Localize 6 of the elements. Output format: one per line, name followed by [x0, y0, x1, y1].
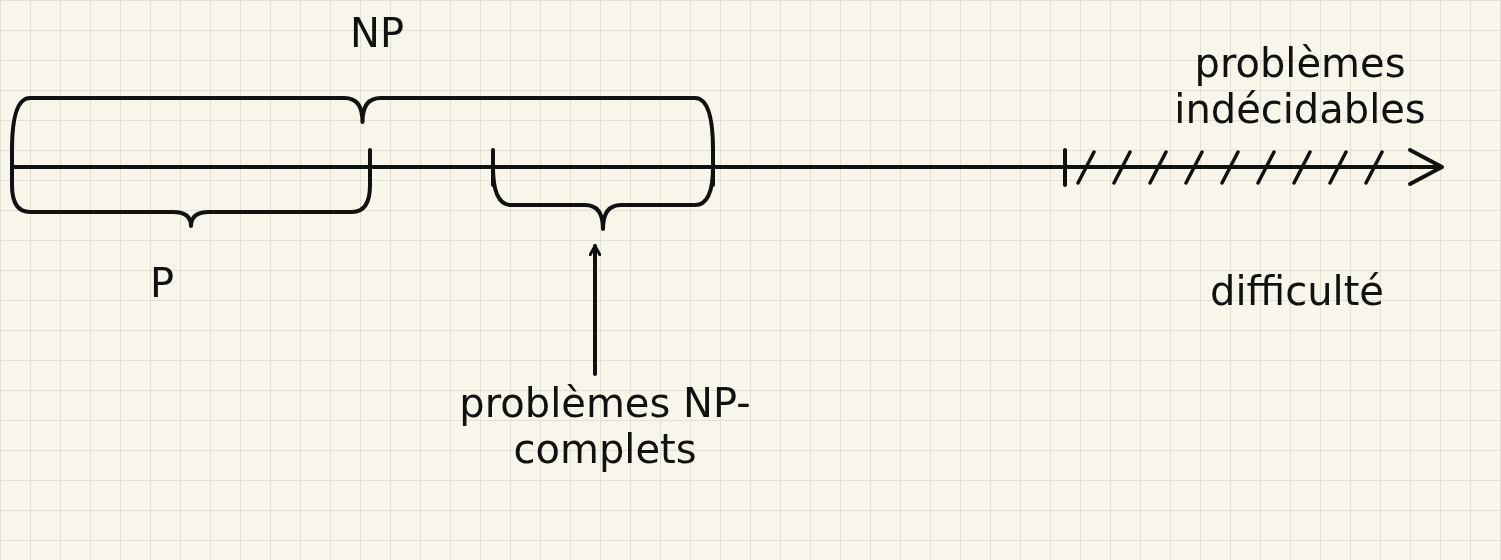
arrow: [588, 244, 602, 376]
note-text: problèmes NP-complets: [440, 380, 770, 472]
axis-title: difficulté: [1210, 268, 1384, 314]
axis-label: NP: [350, 10, 405, 56]
axis-label: problèmes indécidables: [1173, 40, 1427, 132]
axis-label: P: [150, 260, 175, 306]
